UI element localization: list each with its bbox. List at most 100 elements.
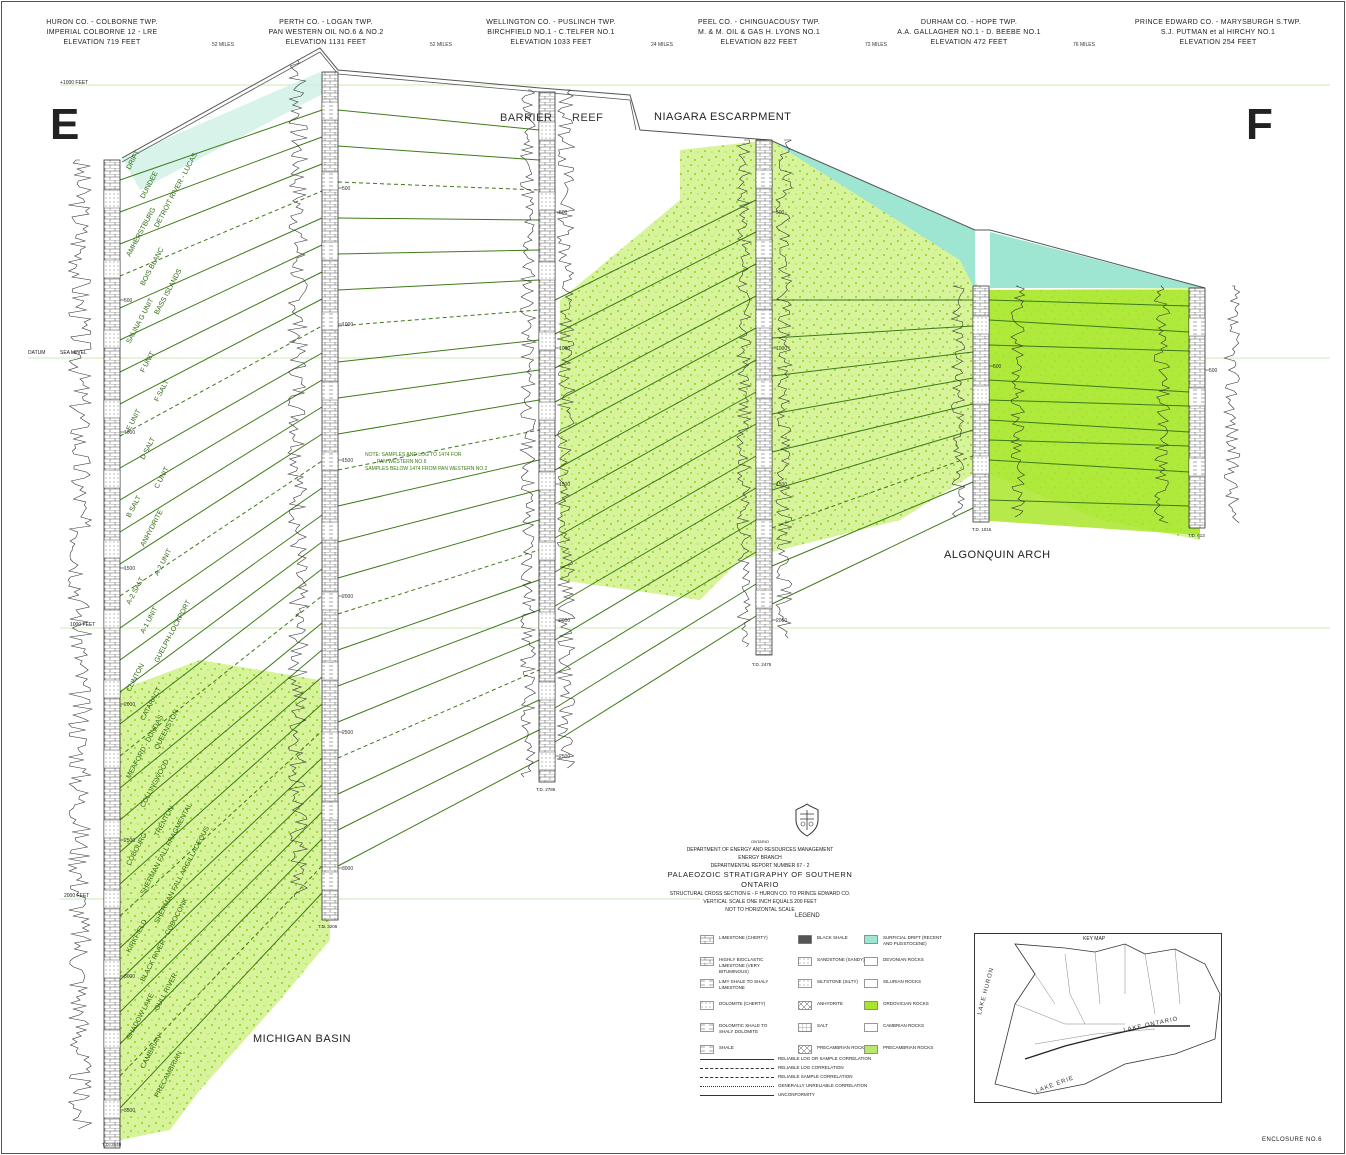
depth-tick-label: 1500: [342, 458, 353, 464]
depth-tick-label: 1500: [124, 566, 135, 572]
lithology-band: [104, 1100, 120, 1118]
section-letter-e: E: [50, 100, 79, 150]
correlation-line: [338, 400, 539, 434]
lithology-band: [322, 312, 338, 330]
lithology-band: [322, 102, 338, 120]
minus2000-label: 2000 FEET: [64, 893, 89, 899]
vertical-scale-text: VERTICAL SCALE ONE INCH EQUALS 200 FEET: [660, 898, 860, 906]
legend-line-label: RELIABLE LOG OR SAMPLE CORRELATION: [778, 1056, 871, 1061]
correlation-line: [338, 182, 539, 190]
lithology-band: [756, 380, 772, 398]
legend-swatch: [864, 979, 878, 988]
lithology-band: [756, 240, 772, 258]
lithology-band: [104, 750, 120, 768]
datum-label: DATUM: [28, 350, 45, 356]
lithology-band: [539, 402, 555, 420]
depth-tick-label: 500: [124, 298, 133, 304]
legend-label: LIMESTONE (CHERTY): [719, 935, 779, 941]
depth-tick-label: 500: [559, 210, 568, 216]
total-depth-label: T.D. 1016: [972, 527, 991, 532]
lithology-band: [539, 472, 555, 490]
legend-heading: LEGEND: [795, 913, 820, 919]
depth-tick-label: 1000: [342, 322, 353, 328]
correlation-line: [555, 584, 756, 708]
lithology-band: [104, 540, 120, 558]
total-depth-label: T.D. 3640: [102, 1142, 121, 1147]
lithology-band: [322, 172, 338, 190]
legend-swatch: [864, 1001, 878, 1010]
enclosure-label: ENCLOSURE NO.6: [1262, 1137, 1322, 1143]
correlation-line: [338, 218, 539, 220]
lithology-band: [322, 662, 338, 680]
lithology-band: [322, 802, 338, 820]
correlation-line: [120, 245, 322, 340]
legend-swatch: [864, 1023, 878, 1032]
correlation-line: [120, 407, 322, 532]
depth-tick-label: 500: [342, 186, 351, 192]
correlation-line: [338, 610, 539, 686]
report-title: PALAEOZOIC STRATIGRAPHY OF SOUTHERN ONTA…: [660, 870, 860, 890]
province-text: ONTARIO: [660, 838, 860, 846]
depth-tick-label: 500: [1209, 368, 1218, 374]
correlation-line: [338, 550, 539, 614]
lithology-band: [104, 190, 120, 208]
legend-line-label: RELIABLE SAMPLE CORRELATION: [778, 1074, 852, 1079]
lithology-band: [756, 520, 772, 538]
legend-label: LIMY SHALE TO SHALY LIMESTONE: [719, 979, 779, 991]
lithology-band: [104, 1030, 120, 1048]
formation-label: B SALT: [126, 494, 144, 519]
legend-swatch: [700, 1045, 714, 1054]
formation-label: ANHYDRITE: [140, 509, 165, 548]
depth-tick-label: 3000: [342, 866, 353, 872]
formation-label: A-2 UNIT: [154, 547, 174, 577]
section-text: STRUCTURAL CROSS SECTION E - F HURON CO.…: [660, 890, 860, 898]
legend-line-label: UNCONFORMITY: [778, 1092, 815, 1097]
formation-label: BASS ISLANDS: [154, 268, 184, 316]
lithology-band: [104, 820, 120, 838]
lithology-band: [756, 590, 772, 608]
lithology-band: [539, 542, 555, 560]
legend-swatch: [700, 979, 714, 988]
legend-label: PRECAMBRIAN ROCKS: [883, 1045, 943, 1051]
correlation-line: [338, 340, 539, 362]
formation-label: F UNIT: [140, 350, 157, 374]
lithology-band: [104, 260, 120, 278]
ontario-crest-icon: [792, 802, 822, 838]
legend-label: HIGHLY BIOCLASTIC LIMESTONE (VERY BITUMI…: [719, 957, 779, 975]
sample-note: NOTE: SAMPLES AND LOG TO 1474 FOR PAN WE…: [365, 452, 487, 473]
legend-swatch: [864, 957, 878, 966]
legend-swatch: [700, 957, 714, 966]
depth-tick-label: 3000: [124, 974, 135, 980]
legend-label: DOLOMITE (CHERTY): [719, 1001, 779, 1007]
depth-tick-label: 3500: [124, 1108, 135, 1114]
legend-swatch: [700, 935, 714, 944]
lithology-band: [322, 382, 338, 400]
legend-label: DEVONIAN ROCKS: [883, 957, 943, 963]
formation-label: F SALT: [154, 379, 171, 403]
correlation-line: [338, 310, 539, 326]
legend-swatch: [700, 1023, 714, 1032]
legend-swatch: [798, 979, 812, 988]
log-trace: [520, 90, 536, 777]
depth-tick-label: 2000: [124, 702, 135, 708]
plus1000-label: +1000 FEET: [60, 80, 88, 86]
legend-line-sample: [700, 1068, 774, 1069]
well-column-2: 50010001500200025003000: [322, 72, 353, 920]
lithology-band: [539, 752, 555, 770]
lithology-band: [756, 450, 772, 468]
key-map: KEY MAP LAKE HURON LAKE ONTARIO LAKE ERI…: [974, 933, 1222, 1103]
legend-swatch: [798, 1045, 812, 1054]
legend-line-sample: [700, 1059, 774, 1060]
lithology-band: [104, 330, 120, 348]
minus1000-label: 1000 FEET: [70, 622, 95, 628]
legend-swatch: [700, 1001, 714, 1010]
correlation-line: [338, 370, 539, 398]
total-depth-label: T.D. 3206: [318, 924, 337, 929]
note-line: PAN WESTERN NO.6: [365, 459, 487, 466]
correlation-line: [555, 616, 756, 742]
lithology-band: [973, 456, 989, 474]
legend-label: ORDOVICIAN ROCKS: [883, 1001, 943, 1007]
lithology-band: [104, 610, 120, 628]
section-letter-f: F: [1246, 100, 1273, 150]
